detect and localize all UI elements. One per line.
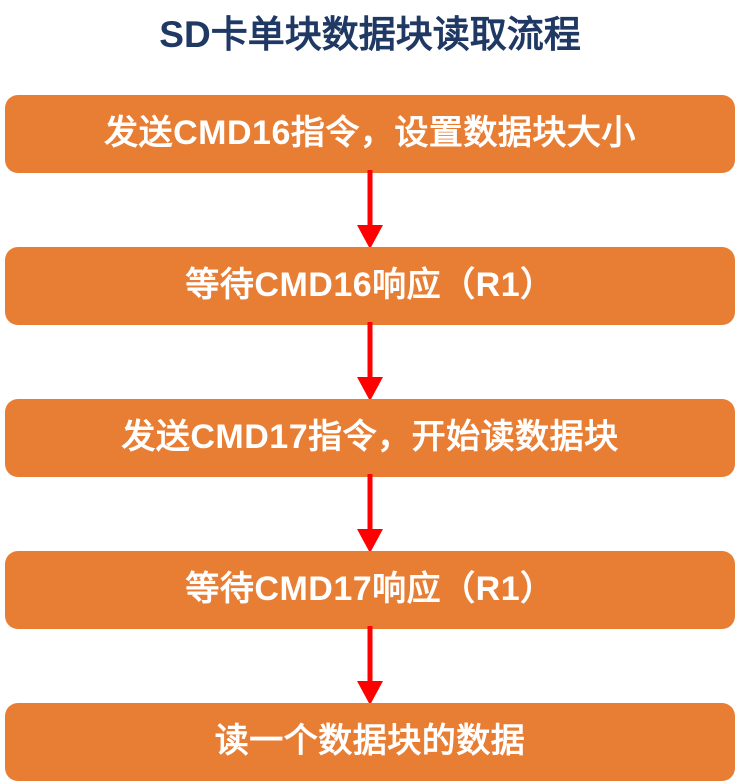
flow-arrow-1 [356, 170, 384, 250]
flow-node-read-data-block[interactable]: 读一个数据块的数据 [5, 703, 735, 781]
down-arrow-icon [357, 322, 383, 401]
flow-arrow-4 [356, 626, 384, 706]
flow-node-send-cmd16[interactable]: 发送CMD16指令，设置数据块大小 [5, 95, 735, 173]
flow-node-wait-cmd17-response[interactable]: 等待CMD17响应（R1） [5, 551, 735, 629]
flow-node-label: 发送CMD17指令，开始读数据块 [121, 418, 619, 457]
flow-node-label: 等待CMD17响应（R1） [185, 570, 555, 609]
down-arrow-icon [357, 170, 383, 249]
down-arrow-icon [357, 626, 383, 705]
flow-node-label: 等待CMD16响应（R1） [185, 266, 555, 305]
down-arrow-icon [357, 474, 383, 553]
flow-node-send-cmd17[interactable]: 发送CMD17指令，开始读数据块 [5, 399, 735, 477]
flow-arrow-3 [356, 474, 384, 554]
flow-arrow-2 [356, 322, 384, 402]
flow-node-wait-cmd16-response[interactable]: 等待CMD16响应（R1） [5, 247, 735, 325]
flow-node-label: 发送CMD16指令，设置数据块大小 [104, 114, 636, 153]
page-title: SD卡单块数据块读取流程 [159, 14, 581, 55]
flow-node-label: 读一个数据块的数据 [214, 722, 526, 761]
